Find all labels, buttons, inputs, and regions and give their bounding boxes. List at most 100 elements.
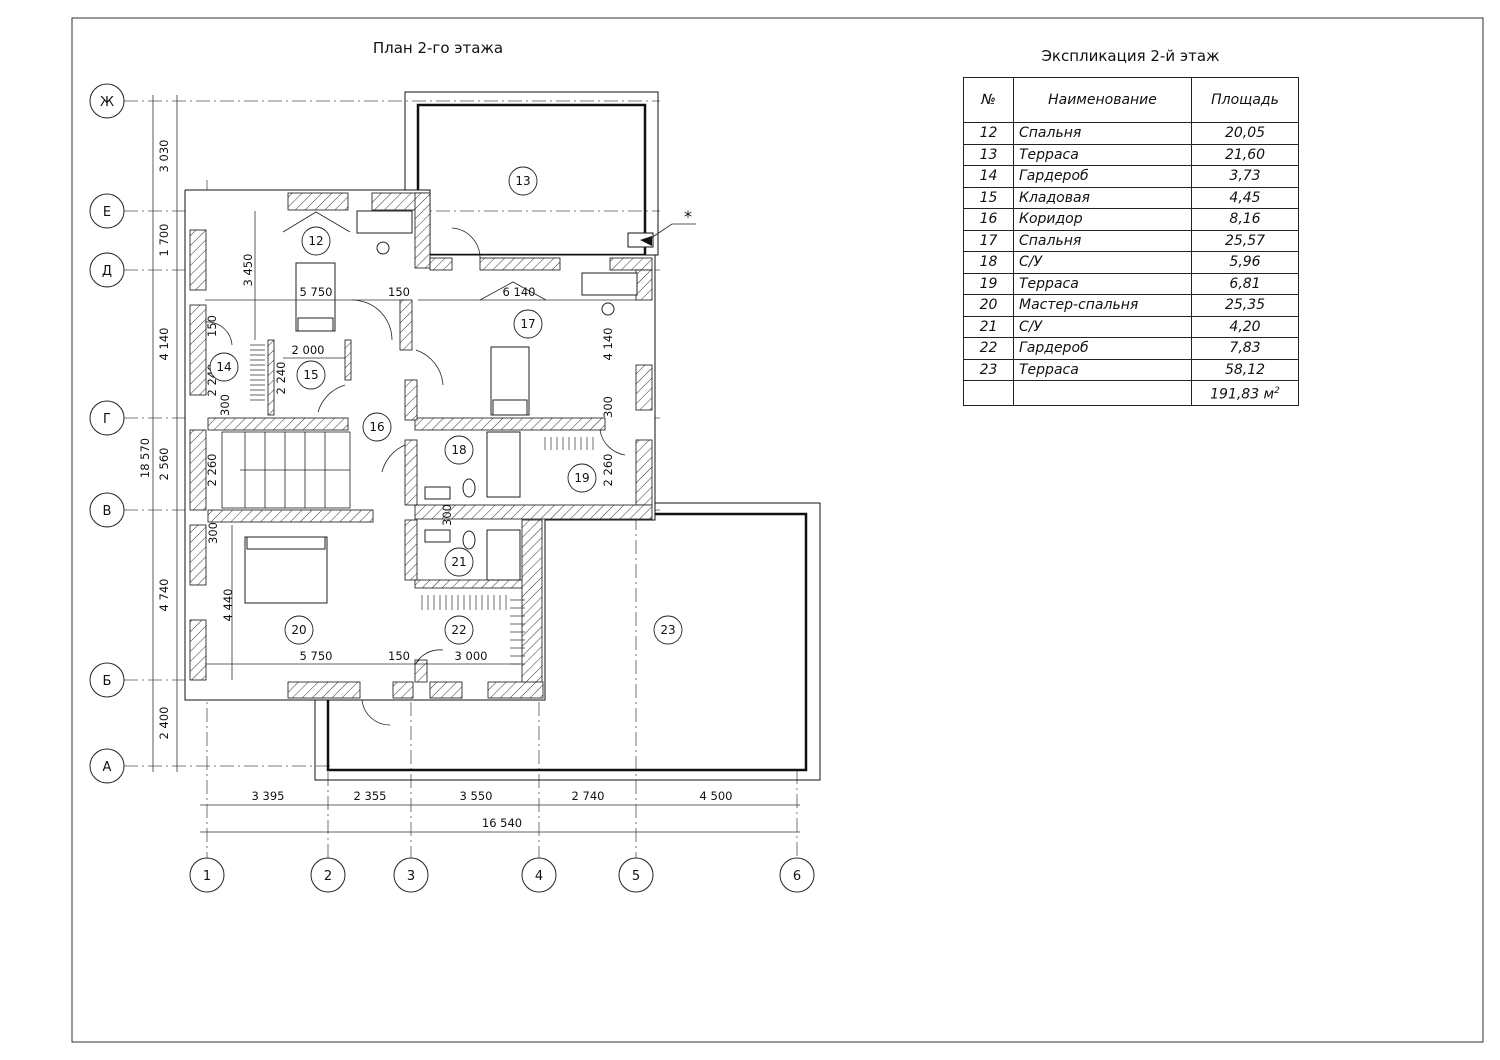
room-number: 15 [303, 368, 318, 382]
room-area-cell: 5,96 [1191, 251, 1299, 274]
dim-label: 4 500 [700, 789, 733, 803]
room-number: 12 [308, 234, 323, 248]
room-name-cell: Гардероб [1013, 337, 1192, 360]
room-circles [209, 166, 683, 645]
room-name-cell: С/У [1013, 315, 1192, 338]
note-mark: * [684, 207, 692, 226]
room-name-cell: Терраса [1013, 358, 1192, 381]
plan-title: План 2-го этажа [373, 39, 503, 57]
axis-markers-letters [89, 83, 125, 784]
explication-title: Экспликация 2-й этаж [1041, 47, 1220, 65]
dim-label: 4 140 [157, 328, 171, 361]
dim-label: 300 [601, 396, 615, 418]
axis-label: В [103, 504, 112, 519]
dim-total: 18 570 [138, 438, 152, 478]
dim-label: 3 030 [157, 140, 171, 173]
room-number: 17 [520, 317, 535, 331]
furniture [244, 210, 638, 604]
dimension-lines [152, 95, 800, 833]
room-number-cell: 12 [963, 122, 1014, 145]
dim-label: 2 355 [354, 789, 387, 803]
room-area-cell: 25,57 [1191, 229, 1299, 252]
room-name-cell: Спальня [1013, 229, 1192, 252]
room-name-cell: С/У [1013, 251, 1192, 274]
dim-label: 150 [388, 649, 410, 663]
dim-label: 5 750 [300, 649, 333, 663]
room-number-cell: 14 [963, 165, 1014, 188]
room-number-cell: 16 [963, 208, 1014, 231]
room-number: 22 [451, 623, 466, 637]
room-number-cell: 13 [963, 143, 1014, 166]
axis-label: Г [103, 412, 111, 427]
dim-label: 2 260 [601, 454, 615, 487]
room-name-cell: Терраса [1013, 272, 1192, 295]
walls [189, 192, 653, 699]
dim-label: 6 140 [503, 285, 536, 299]
room-area-cell: 20,05 [1191, 122, 1299, 145]
room-name-cell: Гардероб [1013, 165, 1192, 188]
axis-label: Д [102, 264, 112, 279]
wardrobe-hangers [250, 344, 594, 665]
room-area-cell: 58,12 [1191, 358, 1299, 381]
room-area-cell: 4,20 [1191, 315, 1299, 338]
dim-label: 2 740 [572, 789, 605, 803]
room-area-cell: 4,45 [1191, 186, 1299, 209]
total-area: 191,83 м2 [1191, 380, 1299, 406]
axis-label: 5 [632, 869, 640, 884]
room-name-cell: Мастер-спальня [1013, 294, 1192, 317]
axis-label: 1 [203, 869, 211, 884]
room-number: 16 [369, 420, 384, 434]
room-number-cell: 20 [963, 294, 1014, 317]
room-number-cell: 23 [963, 358, 1014, 381]
axis-label: 4 [535, 869, 543, 884]
room-number: 14 [216, 360, 231, 374]
doors [204, 211, 626, 726]
room-number-cell: 18 [963, 251, 1014, 274]
dim-label: 5 750 [300, 285, 333, 299]
room-area-cell: 3,73 [1191, 165, 1299, 188]
axis-label: Е [103, 205, 111, 220]
room-name-cell: Спальня [1013, 122, 1192, 145]
header-name: Наименование [1013, 77, 1192, 123]
room-number: 20 [291, 623, 306, 637]
room-number: 21 [451, 555, 466, 569]
dim-label: 4 140 [601, 328, 615, 361]
dim-label: 150 [388, 285, 410, 299]
dim-label: 2 400 [157, 707, 171, 740]
axis-label: Б [103, 674, 112, 689]
room-number-cell: 22 [963, 337, 1014, 360]
dim-label: 3 000 [455, 649, 488, 663]
room-number-cell: 21 [963, 315, 1014, 338]
room-area-cell: 7,83 [1191, 337, 1299, 360]
room-number-cell: 19 [963, 272, 1014, 295]
room-area-cell: 25,35 [1191, 294, 1299, 317]
axis-label: А [103, 760, 112, 775]
room-area-cell: 8,16 [1191, 208, 1299, 231]
room-name-cell: Коридор [1013, 208, 1192, 231]
axis-label: 2 [324, 869, 332, 884]
header-number: № [963, 77, 1014, 123]
dim-label: 4 740 [157, 579, 171, 612]
axis-label: Ж [100, 95, 114, 110]
dim-label: 2 000 [292, 343, 325, 357]
room-number: 13 [515, 174, 530, 188]
room-number: 18 [451, 443, 466, 457]
room-area-cell: 6,81 [1191, 272, 1299, 295]
dim-label: 300 [218, 394, 232, 416]
axis-label: 3 [407, 869, 415, 884]
header-area: Площадь [1191, 77, 1299, 123]
